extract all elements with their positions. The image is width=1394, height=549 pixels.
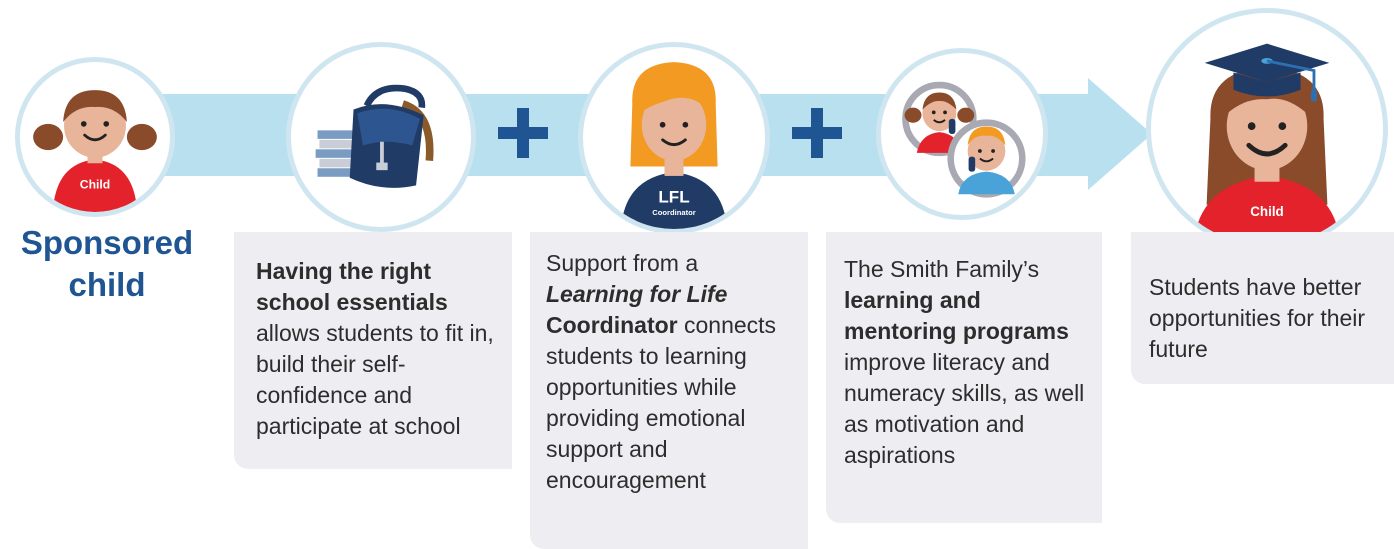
card-text-segment: improve literacy and numeracy skills, as… <box>844 349 1085 468</box>
plus-icon <box>792 108 842 158</box>
coordinator-shirt-label: Coordinator <box>652 208 695 217</box>
school-essentials-circle <box>286 42 476 232</box>
card-text-segment: Students have better opportunities for t… <box>1149 274 1366 362</box>
card-mentoring-programs: The Smith Family’s learning and mentorin… <box>826 232 1102 523</box>
card-text-segment: The Smith Family’s <box>844 256 1040 282</box>
card-text: The Smith Family’s learning and mentorin… <box>844 256 1084 468</box>
card-text: Students have better opportunities for t… <box>1149 274 1365 362</box>
video-call-icon <box>902 81 1026 198</box>
lfl-shirt-label: LFL <box>658 187 689 206</box>
card-text-segment: allows students to fit in, build their s… <box>256 320 494 439</box>
card-text-segment: learning and mentoring programs <box>844 287 1069 344</box>
card-lfl-coordinator: Support from a Learning for Life Coordin… <box>530 232 808 549</box>
graduate-icon: Child <box>1193 43 1341 245</box>
mentoring-circle <box>876 48 1048 220</box>
card-school-essentials: Having the right school essentials allow… <box>234 232 512 469</box>
child-circle: Child <box>15 57 175 217</box>
child-shirt-label: Child <box>80 178 110 192</box>
card-text-segment: Coordinator <box>546 312 678 338</box>
coordinator-icon: LFL Coordinator <box>620 62 728 229</box>
child-icon: Child <box>33 90 157 212</box>
sponsored-child-label: Sponsored child <box>20 224 194 303</box>
coordinator-circle: LFL Coordinator <box>578 42 770 234</box>
card-text: Support from a Learning for Life Coordin… <box>546 250 776 493</box>
card-text-segment: Learning for Life <box>546 281 728 307</box>
card-text-segment: connects students to learning opportunit… <box>546 312 777 493</box>
graduate-circle: Child <box>1146 8 1388 250</box>
card-better-opportunities: Students have better opportunities for t… <box>1131 232 1394 384</box>
card-text-segment: Support from a <box>546 250 699 276</box>
card-text-segment: Having the right school essentials <box>256 258 448 315</box>
backpack-books-icon <box>315 84 434 188</box>
card-text: Having the right school essentials allow… <box>256 258 494 439</box>
plus-icon <box>498 108 548 158</box>
graduate-shirt-label: Child <box>1250 204 1284 219</box>
